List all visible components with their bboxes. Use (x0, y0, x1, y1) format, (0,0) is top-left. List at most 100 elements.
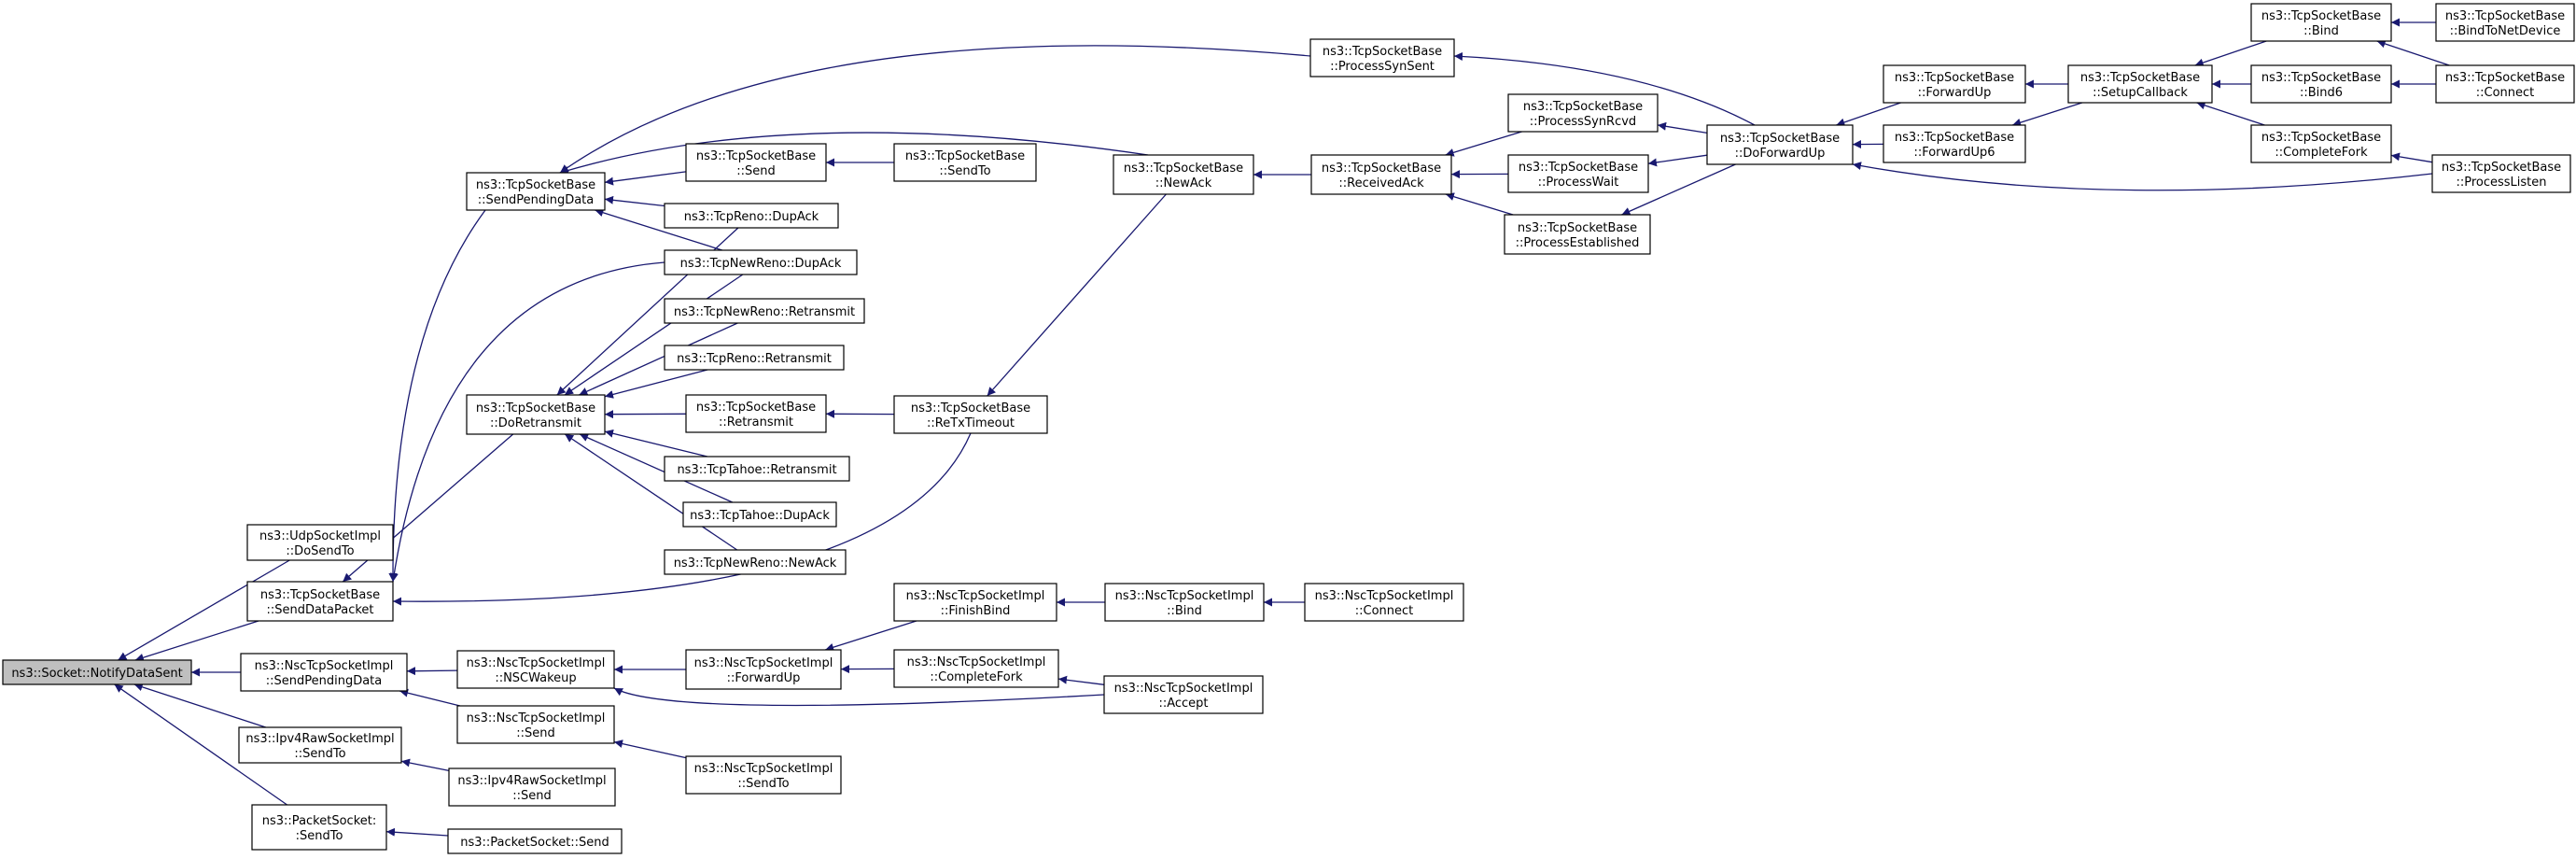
node-label: ::CompleteFork (930, 670, 1023, 684)
edge-tcp-doretransmit-to-newreno-newack (564, 433, 738, 551)
node-nsc-nscwakeup[interactable]: ns3::NscTcpSocketImpl::NSCWakeup (456, 650, 615, 689)
node-tcp-completefork[interactable]: ns3::TcpSocketBase::CompleteFork (2250, 124, 2392, 163)
node-label: ::Send (736, 164, 776, 178)
node-box (240, 653, 408, 692)
node-tcp-bind6[interactable]: ns3::TcpSocketBase::Bind6 (2250, 64, 2392, 104)
node-box (448, 767, 616, 807)
node-box (2067, 64, 2213, 104)
node-label: ::ForwardUp (1918, 86, 1992, 100)
node-tcp-senddatapacket[interactable]: ns3::TcpSocketBase::SendDataPacket (246, 581, 394, 622)
node-label: ::SetupCallback (2093, 86, 2188, 100)
node-nsc-accept[interactable]: ns3::NscTcpSocketImpl::Accept (1103, 675, 1264, 714)
node-tcp-newack[interactable]: ns3::TcpSocketBase::NewAck (1113, 154, 1254, 195)
node-tcp-retxtimeout[interactable]: ns3::TcpSocketBase::ReTxTimeout (893, 395, 1048, 434)
node-label: ::SendPendingData (478, 193, 595, 207)
node-tcp-bindtonetdevice[interactable]: ns3::TcpSocketBase::BindToNetDevice (2435, 3, 2575, 42)
node-nsc-completefork[interactable]: ns3::NscTcpSocketImpl::CompleteFork (893, 649, 1059, 688)
edge-tcp-processsynrcvd-to-tcp-doforwardup (1657, 121, 1708, 134)
edge-tcp-senddatapacket-to-tcp-sendpending (388, 209, 486, 583)
node-box (685, 143, 827, 182)
node-tcp-processsynrcvd[interactable]: ns3::TcpSocketBase::ProcessSynRcvd (1507, 93, 1659, 133)
node-label: ::ForwardUp6 (1913, 146, 1995, 160)
node-tcp-doretransmit[interactable]: ns3::TcpSocketBase::DoRetransmit (466, 394, 606, 435)
node-newreno-newack[interactable]: ns3::TcpNewReno::NewAck (664, 549, 847, 575)
node-nsc-send[interactable]: ns3::NscTcpSocketImpl::Send (456, 705, 615, 744)
node-label: ::NSCWakeup (495, 671, 576, 685)
node-label: ::SendTo (737, 777, 789, 791)
node-label: ns3::TcpSocketBase (1895, 71, 2014, 85)
node-box (685, 649, 842, 690)
node-reno-retransmit[interactable]: ns3::TcpReno::Retransmit (664, 345, 845, 371)
node-reno-dupack[interactable]: ns3::TcpReno::DupAck (664, 203, 839, 229)
node-label: :SendTo (296, 829, 343, 843)
node-tcp-sendto[interactable]: ns3::TcpSocketBase::SendTo (893, 143, 1037, 182)
node-tcp-send[interactable]: ns3::TcpSocketBase::Send (685, 143, 827, 182)
node-label: ns3::TcpTahoe::DupAck (690, 509, 830, 523)
node-packet-send[interactable]: ns3::PacketSocket::Send (447, 828, 623, 854)
node-tcp-processwait[interactable]: ns3::TcpSocketBase::ProcessWait (1507, 154, 1649, 193)
node-label: ns3::NscTcpSocketImpl (1114, 682, 1253, 696)
node-tcp-bind[interactable]: ns3::TcpSocketBase::Bind (2250, 3, 2392, 42)
node-tcp-forwardup6[interactable]: ns3::TcpSocketBase::ForwardUp6 (1883, 124, 2026, 163)
edge-tcp-forwardup6-to-tcp-setupcallback (2012, 102, 2082, 127)
node-label: ns3::TcpSocketBase (2442, 161, 2561, 175)
node-nsc-forwardup[interactable]: ns3::NscTcpSocketImpl::ForwardUp (685, 649, 842, 690)
node-tcp-connect[interactable]: ns3::TcpSocketBase::Connect (2435, 64, 2575, 104)
node-label: ns3::NscTcpSocketImpl (255, 659, 394, 673)
node-nsc-bind[interactable]: ns3::NscTcpSocketImpl::Bind (1104, 583, 1265, 622)
node-tcp-doforwardup[interactable]: ns3::TcpSocketBase::DoForwardUp (1706, 124, 1854, 165)
node-newreno-retransmit[interactable]: ns3::TcpNewReno::Retransmit (664, 298, 865, 324)
node-udp-dosendto[interactable]: ns3::UdpSocketImpl::DoSendTo (246, 524, 394, 561)
edge-layer (114, 18, 2450, 837)
node-nsc-finishbind[interactable]: ns3::NscTcpSocketImpl::FinishBind (893, 583, 1057, 622)
node-label: ns3::TcpNewReno::NewAck (674, 556, 837, 570)
node-label: ::Send (516, 726, 555, 740)
node-ipv4raw-sendto[interactable]: ns3::Ipv4RawSocketImpl::SendTo (238, 726, 402, 764)
node-label: ::NewAck (1155, 176, 1212, 190)
node-packet-sendto[interactable]: ns3::PacketSocket::SendTo (251, 804, 387, 851)
node-label: ns3::TcpTahoe::Retransmit (677, 463, 836, 477)
node-box (246, 581, 394, 622)
node-label: ::ProcessListen (2456, 176, 2546, 190)
node-tcp-processsynsent[interactable]: ns3::TcpSocketBase::ProcessSynSent (1309, 38, 1455, 77)
node-label: ::ReceivedAck (1338, 176, 1424, 190)
node-label: ns3::UdpSocketImpl (259, 529, 381, 543)
node-tcp-processlisten[interactable]: ns3::TcpSocketBase::ProcessListen (2431, 154, 2571, 193)
node-tcp-processestablished[interactable]: ns3::TcpSocketBase::ProcessEstablished (1504, 214, 1651, 255)
node-box (2435, 3, 2575, 42)
edge-tcp-sendpending-to-tcp-newack (559, 132, 1149, 175)
node-tcp-retransmit[interactable]: ns3::TcpSocketBase::Retransmit (685, 394, 827, 433)
node-nsc-connect[interactable]: ns3::NscTcpSocketImpl::Connect (1304, 583, 1464, 622)
edge-ipv4raw-sendto-to-ipv4raw-send (400, 758, 450, 772)
node-label: ::Bind (2303, 24, 2339, 38)
node-nsc-sendpending[interactable]: ns3::NscTcpSocketImpl::SendPendingData (240, 653, 408, 692)
node-box (2435, 64, 2575, 104)
node-newreno-dupack[interactable]: ns3::TcpNewReno::DupAck (664, 249, 858, 275)
node-box (1883, 124, 2026, 163)
node-label: ns3::NscTcpSocketImpl (907, 655, 1046, 669)
edge-tcp-receivedack-to-tcp-processestablished (1445, 192, 1514, 216)
node-label: ns3::NscTcpSocketImpl (1315, 589, 1454, 603)
node-layer: ns3::Socket::NotifyDataSent ns3::UdpSocke… (2, 3, 2575, 854)
node-box (893, 395, 1048, 434)
node-root[interactable]: ns3::Socket::NotifyDataSent (2, 659, 192, 685)
node-label: ::SendDataPacket (266, 603, 373, 617)
node-label: ::Connect (1355, 604, 1414, 618)
node-tahoe-retransmit[interactable]: ns3::TcpTahoe::Retransmit (664, 456, 850, 482)
edge-nsc-send-to-nsc-sendto (613, 739, 687, 759)
edge-tcp-receivedack-to-tcp-processsynrcvd (1445, 131, 1522, 157)
node-ipv4raw-send[interactable]: ns3::Ipv4RawSocketImpl::Send (448, 767, 616, 807)
node-tcp-sendpending[interactable]: ns3::TcpSocketBase::SendPendingData (466, 172, 606, 211)
node-tcp-forwardup[interactable]: ns3::TcpSocketBase::ForwardUp (1883, 64, 2026, 104)
node-label: ::Retransmit (719, 415, 793, 430)
node-box (1706, 124, 1854, 165)
node-tcp-setupcallback[interactable]: ns3::TcpSocketBase::SetupCallback (2067, 64, 2213, 104)
edge-tcp-sendpending-to-newreno-dupack (595, 208, 722, 251)
node-tahoe-dupack[interactable]: ns3::TcpTahoe::DupAck (682, 501, 837, 528)
node-box (466, 394, 606, 435)
node-box (251, 804, 387, 851)
node-label: ::Connect (2476, 86, 2535, 100)
edge-tcp-retxtimeout-to-tcp-newack (987, 193, 1167, 397)
node-nsc-sendto[interactable]: ns3::NscTcpSocketImpl::SendTo (685, 755, 842, 795)
node-tcp-receivedack[interactable]: ns3::TcpSocketBase::ReceivedAck (1310, 154, 1452, 195)
